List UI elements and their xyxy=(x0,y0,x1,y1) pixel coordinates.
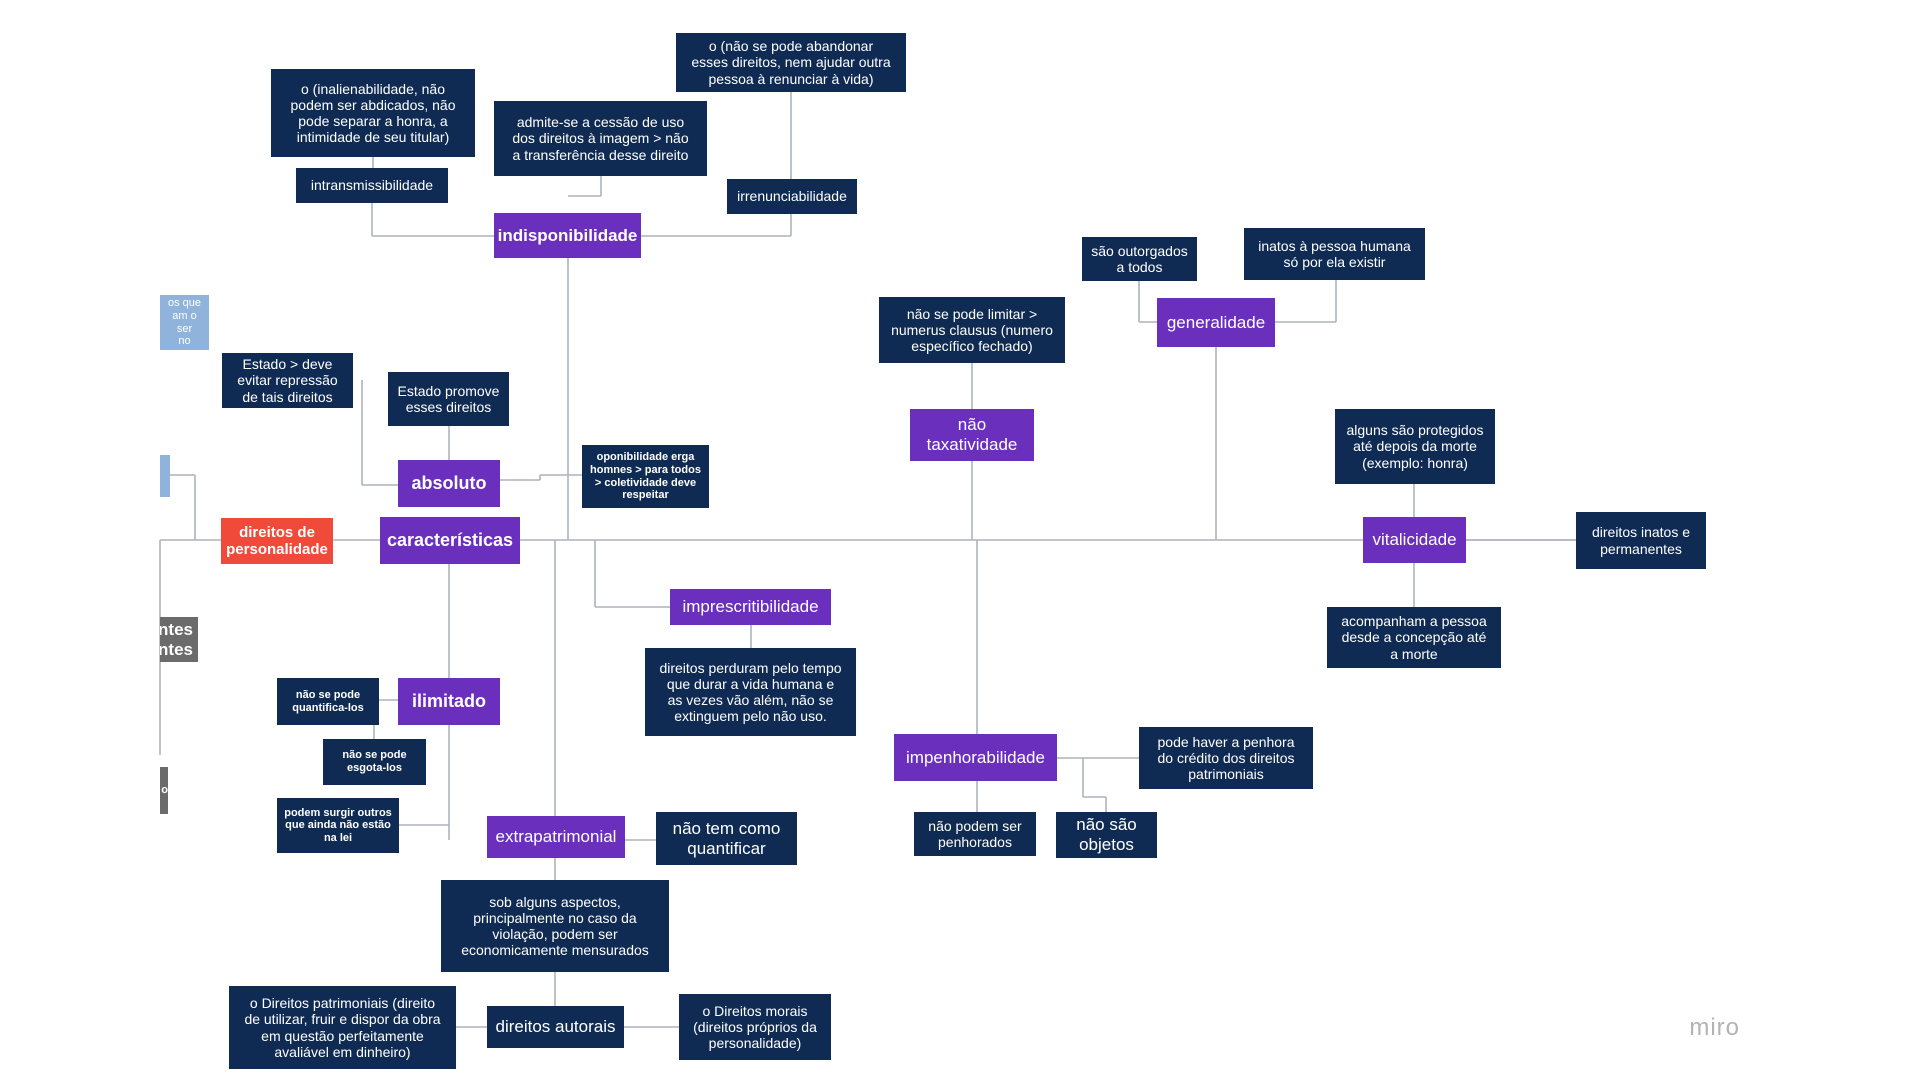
note-nao-penhorados[interactable]: não podem ser penhorados xyxy=(914,812,1036,856)
node-generalidade[interactable]: generalidade xyxy=(1157,298,1275,347)
note-nao-quantifica[interactable]: não se pode quantifica-los xyxy=(277,678,379,725)
note-estado-repressao[interactable]: Estado > deve evitar repressão de tais d… xyxy=(222,353,353,408)
note-perduram[interactable]: direitos perduram pelo tempo que durar a… xyxy=(645,648,856,736)
note-direitos-morais[interactable]: o Direitos morais (direitos próprios da … xyxy=(679,994,831,1060)
node-imprescritibilidade[interactable]: imprescritibilidade xyxy=(670,589,831,625)
node-caracteristicas[interactable]: características xyxy=(380,517,520,564)
note-protegidos-morte[interactable]: alguns são protegidos até depois da mort… xyxy=(1335,409,1495,484)
note-inalienabilidade[interactable]: o (inalienabilidade, não podem ser abdic… xyxy=(271,69,475,157)
note-nao-sao-objetos[interactable]: não são objetos xyxy=(1056,812,1157,858)
note-nao-tem-como[interactable]: não tem como quantificar xyxy=(656,812,797,865)
note-podem-surgir[interactable]: podem surgir outros que ainda não estão … xyxy=(277,798,399,853)
partial-node-blue-bar[interactable] xyxy=(160,455,170,497)
note-cessao-imagem[interactable]: admite-se a cessão de uso dos direitos à… xyxy=(494,101,707,176)
note-inatos-permanentes[interactable]: direitos inatos e permanentes xyxy=(1576,512,1706,569)
note-estado-promove[interactable]: Estado promove esses direitos xyxy=(388,372,509,426)
partial-node-top-left[interactable]: os que am o ser no xyxy=(160,295,209,350)
node-indisponibilidade[interactable]: indisponibilidade xyxy=(494,213,641,258)
note-nao-esgota[interactable]: não se pode esgota-los xyxy=(323,739,426,785)
note-inatos-pessoa[interactable]: inatos à pessoa humana só por ela existi… xyxy=(1244,228,1425,280)
miro-watermark: miro xyxy=(1689,1014,1740,1041)
node-direitos-de-personalidade[interactable]: direitos de personalidade xyxy=(221,518,333,564)
node-ilimitado[interactable]: ilimitado xyxy=(398,678,500,725)
node-direitos-autorais[interactable]: direitos autorais xyxy=(487,1006,624,1048)
note-irrenunciabilidade[interactable]: irrenunciabilidade xyxy=(727,179,857,214)
note-penhora-credito[interactable]: pode haver a penhora do crédito dos dire… xyxy=(1139,727,1313,789)
note-acompanham[interactable]: acompanham a pessoa desde a concepção at… xyxy=(1327,607,1501,668)
note-outorgados[interactable]: são outorgados a todos xyxy=(1082,237,1197,281)
node-impenhorabilidade[interactable]: impenhorabilidade xyxy=(894,734,1057,781)
note-oponibilidade[interactable]: oponibilidade erga homnes > para todos >… xyxy=(582,445,709,508)
note-nao-abandonar[interactable]: o (não se pode abandonar esses direitos,… xyxy=(676,33,906,92)
partial-node-grey[interactable]: ntes ntes xyxy=(160,617,198,662)
note-nao-limitar[interactable]: não se pode limitar > numerus clausus (n… xyxy=(879,297,1065,363)
note-direitos-patrimoniais[interactable]: o Direitos patrimoniais (direito de util… xyxy=(229,986,456,1069)
partial-node-small[interactable]: o xyxy=(160,767,168,814)
node-nao-taxatividade[interactable]: não taxatividade xyxy=(910,409,1034,461)
node-extrapatrimonial[interactable]: extrapatrimonial xyxy=(487,816,625,858)
node-absoluto[interactable]: absoluto xyxy=(398,460,500,507)
note-intransmissibilidade[interactable]: intransmissibilidade xyxy=(296,168,448,203)
note-sob-alguns[interactable]: sob alguns aspectos, principalmente no c… xyxy=(441,880,669,972)
node-vitalicidade[interactable]: vitalicidade xyxy=(1363,517,1466,563)
